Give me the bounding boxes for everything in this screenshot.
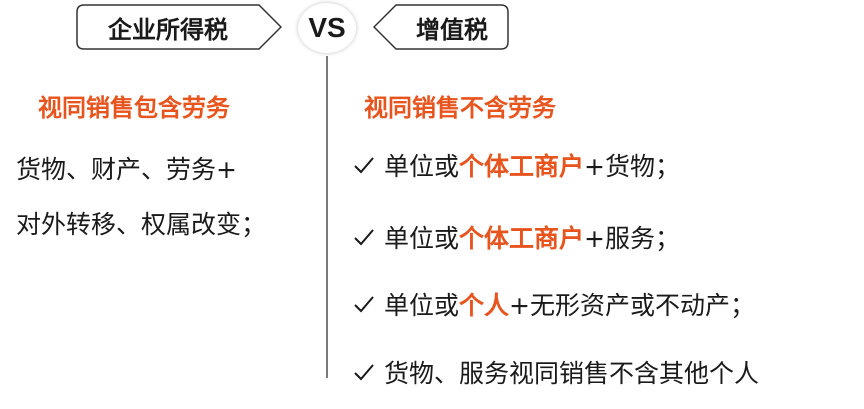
tag-right-shape: [373, 4, 509, 50]
item-suffix: +货物；: [584, 152, 680, 181]
item-suffix: +无形资产或不动产；: [509, 291, 755, 320]
item-prefix: 单位或: [384, 152, 460, 181]
left-heading: 视同销售包含劳务: [38, 94, 230, 122]
check-mark-icon: [354, 157, 374, 174]
vs-badge: VS: [298, 3, 356, 53]
left-line: 货物、财产、劳务+: [16, 155, 237, 184]
item-prefix: 货物、服务视同销售不含其他个人: [384, 359, 760, 388]
item-highlight: 个人: [459, 291, 510, 320]
right-heading: 视同销售不含劳务: [364, 94, 556, 122]
list-item: 单位或个体工商户+服务；: [352, 219, 680, 255]
column-divider: [326, 56, 328, 378]
item-suffix: +服务；: [584, 224, 680, 253]
item-highlight: 个体工商户: [459, 152, 585, 181]
list-item: 单位或个体工商户+货物；: [352, 147, 680, 183]
check-mark-icon: [354, 296, 374, 313]
list-item: 货物、服务视同销售不含其他个人: [352, 354, 759, 390]
tag-right-label: 增值税: [416, 15, 488, 44]
item-prefix: 单位或: [384, 291, 460, 320]
check-mark-icon: [354, 229, 374, 246]
item-prefix: 单位或: [384, 224, 460, 253]
check-mark-icon: [354, 364, 374, 381]
vs-label: VS: [308, 12, 346, 43]
tag-left-shape: [76, 4, 282, 50]
left-line: 对外转移、权属改变；: [16, 210, 267, 239]
list-item: 单位或个人+无形资产或不动产；: [352, 286, 755, 322]
item-highlight: 个体工商户: [459, 224, 585, 253]
tag-value-added-tax: 增值税: [373, 4, 509, 50]
tag-left-label: 企业所得税: [108, 15, 228, 44]
tag-corporate-income-tax: 企业所得税: [76, 4, 282, 50]
